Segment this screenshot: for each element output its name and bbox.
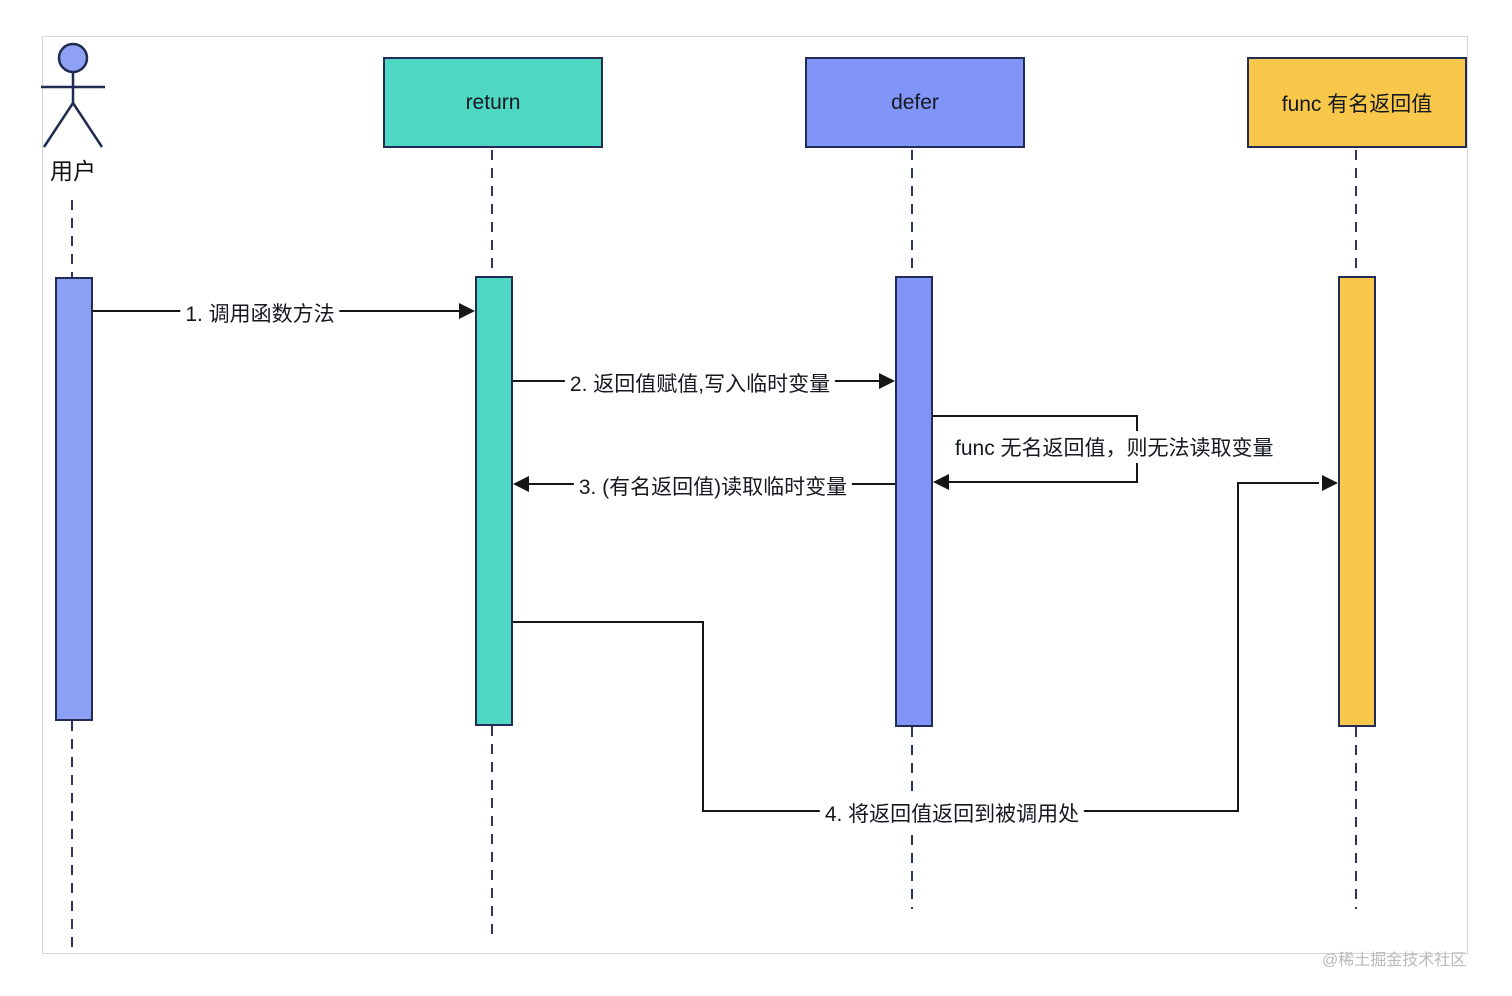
note-bracket-top-line bbox=[932, 415, 1138, 417]
participant-box-return: return bbox=[383, 57, 603, 148]
participant-label-return: return bbox=[465, 90, 521, 114]
lifeline-func-upper bbox=[1355, 150, 1357, 276]
message-4-segment-e bbox=[1237, 482, 1319, 484]
message-4-segment-a bbox=[513, 621, 704, 623]
message-1-label: 1. 调用函数方法 bbox=[180, 297, 340, 329]
activation-bar-return bbox=[475, 276, 513, 726]
message-2-arrowhead-icon bbox=[879, 373, 895, 389]
message-4-label: 4. 将返回值返回到被调用处 bbox=[819, 797, 1085, 829]
lifeline-return-upper bbox=[491, 150, 493, 276]
message-4-arrowhead-icon bbox=[1322, 475, 1338, 491]
lifeline-defer-upper bbox=[911, 150, 913, 276]
lifeline-return-lower bbox=[491, 726, 493, 938]
actor-label: 用户 bbox=[50, 158, 96, 184]
activation-bar-user bbox=[55, 277, 93, 721]
lifeline-user-lower bbox=[71, 721, 73, 953]
actor-figure-icon bbox=[41, 42, 105, 148]
participant-box-defer: defer bbox=[805, 57, 1025, 148]
participant-label-defer: defer bbox=[891, 90, 939, 114]
message-2-label: 2. 返回值赋值,写入临时变量 bbox=[564, 367, 836, 399]
message-4-segment-b bbox=[702, 621, 704, 812]
note-arrowhead-icon bbox=[933, 474, 949, 490]
lifeline-func-lower bbox=[1355, 727, 1357, 909]
activation-bar-func bbox=[1338, 276, 1376, 727]
note-bracket-bottom-line bbox=[944, 481, 1138, 483]
message-3-arrowhead-icon bbox=[513, 476, 529, 492]
participant-box-func: func 有名返回值 bbox=[1247, 57, 1467, 148]
message-4-segment-d bbox=[1237, 483, 1239, 812]
participant-label-func: func 有名返回值 bbox=[1281, 92, 1433, 116]
message-3-label: 3. (有名返回值)读取临时变量 bbox=[573, 470, 853, 502]
watermark: @稀土掘金技术社区 bbox=[1322, 952, 1467, 969]
message-1-arrowhead-icon bbox=[459, 303, 475, 319]
note-label: func 无名返回值，则无法读取变量 bbox=[950, 431, 1279, 463]
activation-bar-defer bbox=[895, 276, 933, 727]
lifeline-user-upper bbox=[71, 200, 73, 277]
